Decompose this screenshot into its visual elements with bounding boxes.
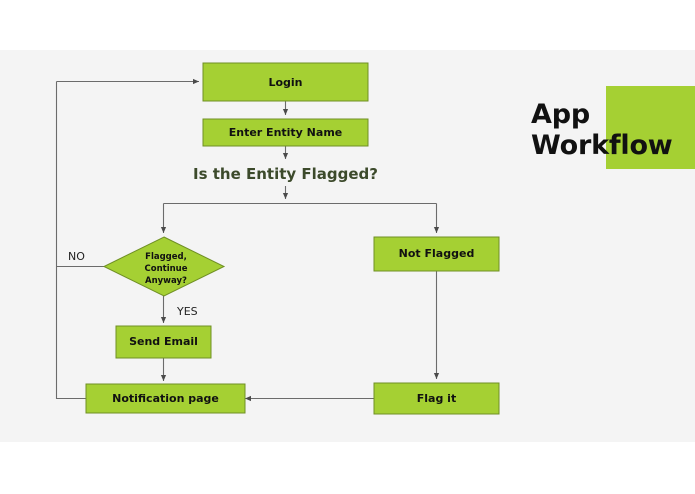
question-label: Is the Entity Flagged?: [193, 165, 378, 183]
diagram-background: [0, 50, 695, 442]
node-notification-page-label: Notification page: [112, 392, 219, 405]
node-enter-entity-name[interactable]: [202, 118, 369, 147]
node-enter-entity-name-label: Enter Entity Name: [229, 126, 343, 139]
node-not-flagged-label: Not Flagged: [399, 247, 475, 260]
node-flag-it[interactable]: [373, 382, 500, 415]
slide-title-line1: App: [531, 99, 590, 130]
edge-label-yes: YES: [176, 305, 198, 318]
node-decision-flagged-continue[interactable]: [102, 236, 226, 297]
node-decision-label-line3: Anyway?: [145, 276, 187, 286]
node-decision-label-line2: Continue: [145, 264, 188, 274]
edge-label-no: NO: [68, 250, 85, 263]
node-send-email[interactable]: [115, 325, 212, 359]
slide-title-line2: Workflow: [531, 129, 673, 161]
title-accent-square: [606, 86, 695, 169]
node-flag-it-label: Flag it: [417, 392, 456, 405]
node-login[interactable]: [202, 62, 369, 102]
node-not-flagged[interactable]: [373, 236, 500, 272]
slide-title: App Workflow: [531, 99, 695, 161]
edge-return-rail-lower: [55, 266, 86, 400]
node-send-email-label: Send Email: [129, 335, 198, 348]
node-decision-label-line1: Flagged,: [145, 252, 187, 262]
node-login-label: Login: [268, 76, 302, 89]
node-notification-page[interactable]: [85, 383, 246, 414]
